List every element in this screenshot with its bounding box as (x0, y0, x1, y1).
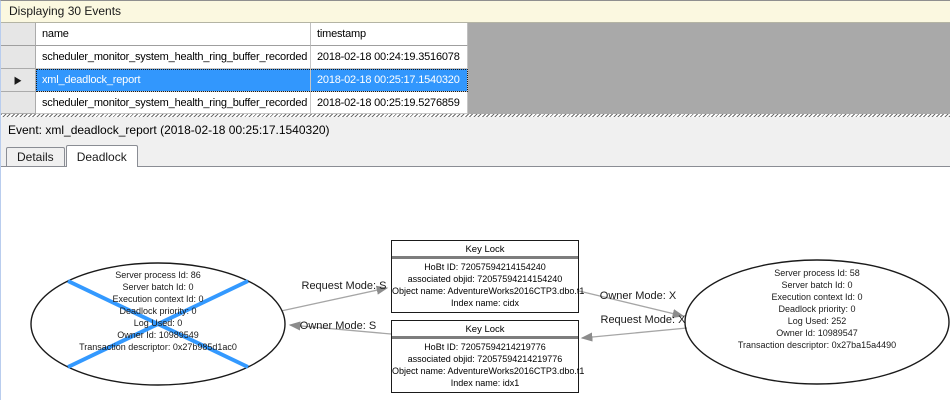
node-line: Owner Id: 10989549 (117, 330, 199, 340)
column-header-timestamp[interactable]: timestamp (311, 23, 468, 46)
node-line: Log Used: 0 (133, 318, 183, 328)
node-line: Server batch Id: 0 (781, 280, 853, 290)
lock-body: HoBt ID: 72057594214219776 associated ob… (392, 339, 585, 392)
edge-owner-x-line (578, 290, 685, 318)
process-node[interactable] (684, 259, 950, 385)
deadlock-graph-canvas (30, 259, 950, 386)
edge-label-owner-s: Owner Mode: S (299, 320, 377, 332)
lock-line: associated objid: 72057594214154240 (407, 274, 563, 284)
lock-node-cidx[interactable]: Key Lock HoBt ID: 72057594214154240 asso… (391, 240, 585, 313)
cell-timestamp[interactable]: 2018-02-18 00:24:19.3516078 (311, 46, 468, 69)
grid-corner-cell[interactable] (1, 23, 36, 46)
tab-details[interactable]: Details (6, 147, 65, 166)
cell-name[interactable]: scheduler_monitor_system_health_ring_buf… (36, 92, 311, 114)
table-row[interactable]: scheduler_monitor_system_health_ring_buf… (1, 92, 950, 114)
row-selector-cell[interactable] (1, 92, 36, 114)
grid-filler (468, 69, 950, 92)
column-header-name[interactable]: name (36, 23, 311, 46)
edge-label-request-x: Request Mode: X (600, 314, 686, 326)
cell-timestamp[interactable]: 2018-02-18 00:25:17.1540320 (311, 69, 468, 92)
process-node-text: Server process Id: 58 Server batch Id: 0… (677, 267, 950, 351)
lock-body: HoBt ID: 72057594214154240 associated ob… (392, 259, 585, 312)
edge-request-x-line (580, 327, 688, 342)
tab-deadlock[interactable]: Deadlock (65, 145, 138, 167)
current-row-marker-icon: ▶ (14, 73, 22, 86)
deadlock-graph-panel: Server process Id: 86 Server batch Id: 0… (1, 166, 950, 400)
lock-line: Object name: AdventureWorks2016CTP3.dbo.… (392, 366, 585, 376)
lock-title: Key Lock (392, 241, 578, 259)
node-line: Log Used: 252 (787, 316, 847, 326)
process-node-victim-text: Server process Id: 86 Server batch Id: 0… (18, 269, 298, 353)
lock-line: associated objid: 72057594214219776 (407, 354, 563, 364)
lock-line: Object name: AdventureWorks2016CTP3.dbo.… (392, 286, 585, 296)
node-line: Server batch Id: 0 (122, 282, 194, 292)
table-row-selected[interactable]: ▶ xml_deadlock_report 2018-02-18 00:25:1… (1, 69, 950, 92)
node-line: Execution context Id: 0 (771, 292, 863, 302)
node-line: Deadlock priority: 0 (778, 304, 856, 314)
grid-filler (468, 23, 950, 46)
edge-label-request-s: Request Mode: S (301, 280, 387, 292)
row-selector-cell[interactable]: ▶ (1, 69, 36, 92)
lock-line: Index name: cidx (450, 298, 520, 308)
node-line: Server process Id: 58 (774, 268, 860, 278)
node-line: Server process Id: 86 (115, 270, 201, 280)
victim-cross-icon (67, 279, 249, 369)
edge-request-s-line (280, 285, 389, 312)
lock-node-idx1[interactable]: Key Lock HoBt ID: 72057594214219776 asso… (391, 320, 585, 393)
node-line: Transaction descriptor: 0x27b985d1ac0 (79, 342, 237, 352)
lock-title: Key Lock (392, 321, 578, 339)
node-line: Transaction descriptor: 0x27ba15a4490 (737, 340, 897, 350)
events-grid: name timestamp scheduler_monitor_system_… (1, 23, 950, 114)
grid-header-row: name timestamp (1, 23, 950, 46)
node-line: Execution context Id: 0 (112, 294, 204, 304)
lock-line: HoBt ID: 72057594214154240 (424, 262, 546, 272)
lock-line: HoBt ID: 72057594214219776 (424, 342, 546, 352)
events-count-bar: Displaying 30 Events (1, 1, 950, 23)
node-line: Owner Id: 10989547 (776, 328, 858, 338)
row-selector-cell[interactable] (1, 46, 36, 69)
cell-name[interactable]: scheduler_monitor_system_health_ring_buf… (36, 46, 311, 69)
edge-label-owner-x: Owner Mode: X (599, 290, 677, 302)
detail-tabs: Details Deadlock (1, 144, 950, 167)
lock-line: Index name: idx1 (450, 378, 520, 388)
node-line: Deadlock priority: 0 (119, 306, 197, 316)
grid-filler (468, 46, 950, 69)
edge-owner-s-line (288, 321, 392, 335)
grid-filler (468, 92, 950, 114)
table-row[interactable]: scheduler_monitor_system_health_ring_buf… (1, 46, 950, 69)
selected-event-label: Event: xml_deadlock_report (2018-02-18 0… (1, 117, 950, 144)
splitter-handle[interactable] (1, 114, 950, 117)
cell-name[interactable]: xml_deadlock_report (36, 69, 311, 92)
cell-timestamp[interactable]: 2018-02-18 00:25:19.5276859 (311, 92, 468, 114)
